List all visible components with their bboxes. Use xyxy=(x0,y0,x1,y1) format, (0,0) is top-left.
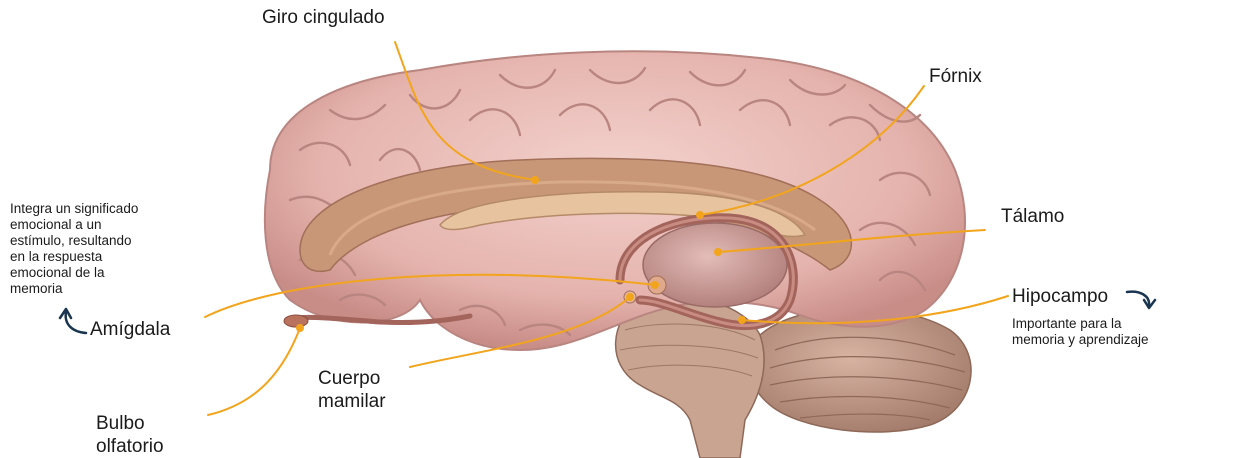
label-cuerpo-mamilar: Cuerpo mamilar xyxy=(318,367,386,413)
leader-dot-bulbo xyxy=(296,324,304,332)
leader-dot-fornix xyxy=(696,211,704,219)
leader-dot-talamo xyxy=(714,248,722,256)
thalamus xyxy=(643,223,787,307)
leader-line-bulbo-olfatorio xyxy=(208,328,300,415)
label-fornix: Fórnix xyxy=(929,65,982,88)
leader-dot-amigdala xyxy=(651,281,659,289)
label-giro-cingulado: Giro cingulado xyxy=(262,6,385,29)
label-hipocampo: Hipocampo xyxy=(1012,285,1108,308)
label-bulbo-olfatorio: Bulbo olfatorio xyxy=(96,412,164,458)
leader-dot-giro xyxy=(531,176,539,184)
leader-dot-hipocampo xyxy=(738,316,746,324)
label-talamo: Tálamo xyxy=(1001,205,1064,228)
label-amigdala-desc: Integra un significado emocional a un es… xyxy=(10,201,138,297)
leader-dot-mamilar xyxy=(626,293,634,301)
label-hipocampo-desc: Importante para la memoria y aprendizaje xyxy=(1012,316,1149,348)
label-amigdala: Amígdala xyxy=(90,318,170,341)
